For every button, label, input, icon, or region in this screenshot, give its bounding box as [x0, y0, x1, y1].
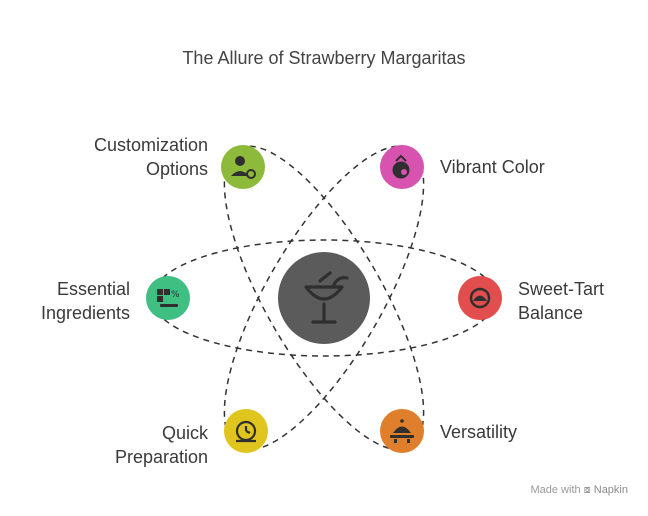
- timer-dish-icon: [235, 420, 257, 443]
- watermark: Made with ⧇ Napkin: [530, 484, 628, 497]
- label-line: Ingredients: [40, 303, 130, 323]
- label-line: Options: [145, 159, 208, 179]
- ingredients-icon: %: [157, 289, 180, 307]
- label-line: Preparation: [114, 447, 208, 467]
- label-line: Vibrant Color: [440, 157, 545, 177]
- label-line: Quick: [161, 423, 208, 443]
- label-customization-options: Customization Options: [94, 133, 208, 181]
- label-essential-ingredients: Essential Ingredients: [41, 277, 130, 325]
- label-line: Essential: [56, 279, 130, 299]
- watermark-brand: Napkin: [593, 484, 628, 496]
- cocktail-glass-icon: [304, 271, 349, 324]
- node-vibrant-color: [380, 145, 424, 189]
- label-vibrant-color: Vibrant Color: [440, 155, 545, 179]
- label-versatility: Versatility: [440, 420, 517, 444]
- node-quick-preparation: [224, 409, 268, 453]
- balance-icon: [469, 287, 491, 309]
- watermark-prefix: Made with: [530, 484, 581, 496]
- node-essential-ingredients: %: [146, 276, 190, 320]
- user-gear-icon: [231, 156, 256, 179]
- label-quick-preparation: Quick Preparation: [115, 421, 208, 469]
- label-line: Balance: [518, 303, 584, 323]
- cart-icon: [390, 419, 414, 443]
- strawberry-icon: [392, 154, 410, 179]
- node-customization-options: [221, 145, 265, 189]
- node-versatility: [380, 409, 424, 453]
- node-sweet-tart-balance: [458, 276, 502, 320]
- center-node: [278, 252, 370, 344]
- napkin-logo-icon: ⧇: [583, 484, 591, 496]
- label-line: Versatility: [440, 422, 518, 442]
- diagram-title: The Allure of Strawberry Margaritas: [182, 48, 466, 68]
- svg-text:%: %: [171, 290, 180, 300]
- label-sweet-tart-balance: Sweet-Tart Balance: [518, 277, 604, 325]
- label-line: Sweet-Tart: [518, 279, 605, 299]
- label-line: Customization: [93, 135, 208, 155]
